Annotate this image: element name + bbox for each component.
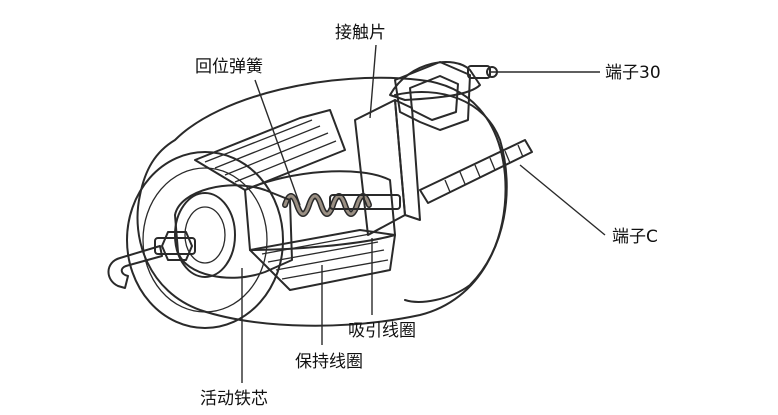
label-terminal-c: 端子C: [612, 227, 658, 247]
lower-winding-hatch: [261, 233, 389, 280]
label-terminal-30: 端子30: [605, 63, 661, 83]
leader-contact-plate: [369, 44, 377, 119]
housing-front-rim: [142, 167, 268, 313]
terminal-c-rod: [419, 139, 533, 204]
plunger-body: [174, 184, 293, 279]
plunger-shaft: [154, 237, 196, 255]
terminal-bracket-inner: [409, 75, 459, 121]
plunger-face: [174, 192, 236, 278]
label-hold-in-coil: 保持线圈: [295, 352, 363, 372]
inner-bore: [244, 170, 396, 251]
terminal-bracket: [394, 61, 471, 131]
contact-plate-edge: [394, 99, 421, 221]
plunger-nut: [161, 231, 193, 261]
leader-return-spring: [254, 79, 301, 206]
leader-terminal-c: [519, 164, 606, 236]
housing-front-face: [126, 151, 284, 329]
rear-cap-top: [389, 61, 481, 101]
return-spring: [282, 193, 372, 217]
rear-end-cap: [394, 91, 508, 303]
label-plunger: 活动铁芯: [200, 389, 268, 409]
terminal-c-thread: [444, 144, 524, 193]
label-contact-plate: 接触片: [335, 23, 386, 43]
lower-winding: [249, 229, 396, 291]
upper-winding-hatch: [204, 119, 337, 183]
plunger-face-inner: [184, 206, 226, 264]
label-return-spring: 回位弹簧: [195, 57, 263, 77]
label-pull-in-coil: 吸引线圈: [348, 321, 416, 341]
plunger-hook: [107, 245, 163, 289]
housing-body: [136, 76, 507, 327]
